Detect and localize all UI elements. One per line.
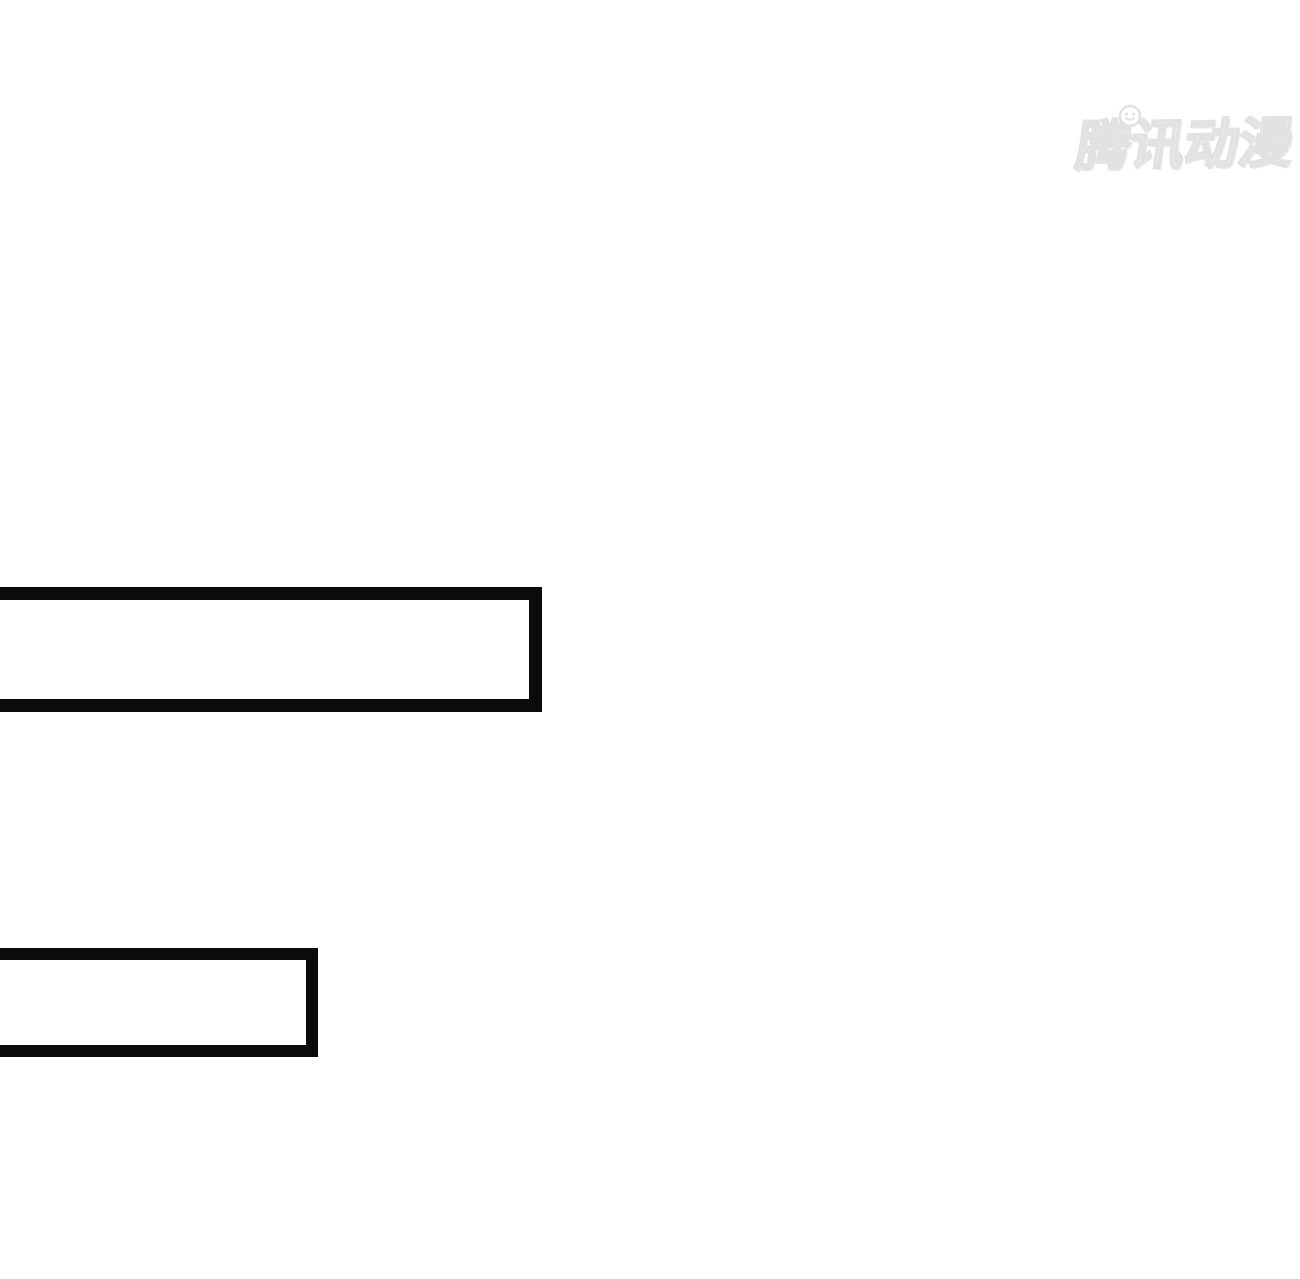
caption-box-top <box>0 587 542 712</box>
penguin-icon <box>1118 104 1142 128</box>
tencent-comics-watermark: 腾讯动漫 <box>1071 104 1298 182</box>
tencent-comics-watermark-text: 腾讯动漫 <box>1071 110 1298 179</box>
caption-box-bottom <box>0 948 318 1057</box>
